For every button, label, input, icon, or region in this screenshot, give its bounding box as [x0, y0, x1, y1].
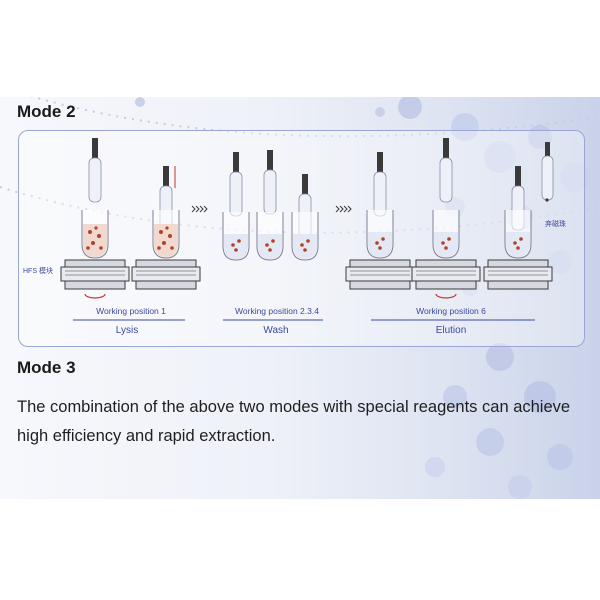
mode2-heading: Mode 2 — [17, 102, 76, 121]
working-position-1-label: Working position 1 — [96, 306, 166, 316]
lysis-station-1 — [60, 137, 130, 299]
elution-station-1 — [345, 151, 415, 290]
elution-station-2 — [411, 137, 481, 299]
wash-station-2 — [256, 149, 284, 261]
working-position-6-label: Working position 6 — [416, 306, 486, 316]
wash-station-1 — [222, 151, 250, 261]
mode3-description: The combination of the above two modes w… — [17, 398, 571, 445]
hfs-module-label: HFS 模块 — [23, 268, 53, 275]
mode3-heading: Mode 3 — [17, 358, 76, 377]
chevron-arrow-icon — [191, 205, 208, 213]
lysis-station-2 — [131, 165, 201, 290]
chevron-arrow-icon — [335, 205, 352, 213]
phase-wash-label: Wash — [263, 325, 289, 336]
working-position-2-label: Working position 2.3.4 — [235, 306, 319, 316]
discard-beads-rod — [541, 142, 554, 202]
wash-station-3 — [291, 173, 319, 261]
phase-lysis-label: Lysis — [115, 325, 139, 336]
extraction-process-diagram — [60, 137, 554, 321]
phase-elution-label: Elution — [435, 325, 467, 336]
discard-beads-label: 弃磁珠 — [545, 221, 566, 228]
